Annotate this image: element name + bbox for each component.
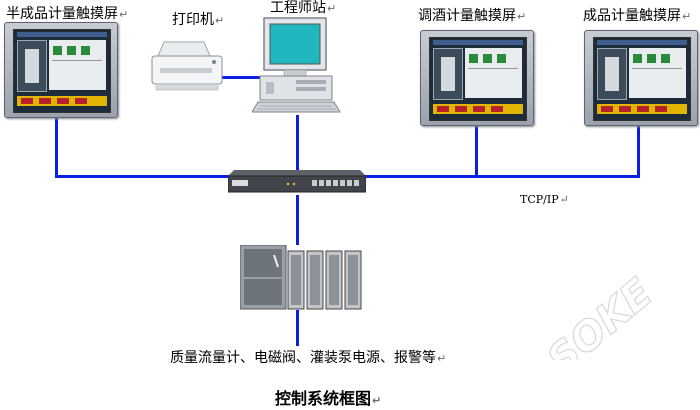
plc-drop-line	[296, 195, 299, 245]
printer-icon	[150, 40, 226, 92]
workstation-computer-icon	[251, 16, 342, 116]
blend-panel-touchscreen	[420, 30, 534, 126]
svg-text:SOKE: SOKE	[539, 270, 661, 360]
product-panel-label: 成品计量触摸屏↵	[583, 8, 692, 24]
diagram-title: 控制系统框图↵	[275, 389, 382, 408]
printer-label: 打印机↵	[172, 12, 225, 28]
workstation-drop-line	[296, 115, 299, 175]
field-devices-label: 质量流量计、电磁阀、灌装泵电源、报警等↵	[170, 350, 447, 366]
semi-panel-touchscreen	[4, 22, 118, 118]
blend-panel-drop-line	[475, 110, 478, 178]
semi-panel-drop-line	[55, 110, 58, 178]
product-panel-touchscreen	[584, 30, 698, 126]
protocol-label: TCP/IP↵	[520, 193, 569, 206]
soke-watermark: SOKE	[510, 260, 670, 360]
product-panel-drop-line	[637, 110, 640, 178]
blend-panel-label: 调酒计量触摸屏↵	[418, 8, 527, 24]
workstation-label: 工程师站↵	[270, 0, 337, 16]
network-switch-icon	[227, 168, 367, 196]
plc-controller-icon	[239, 244, 366, 311]
semi-panel-label: 半成品计量触摸屏↵	[6, 6, 129, 22]
field-drop-line	[296, 310, 299, 346]
printer-link-line	[222, 76, 264, 79]
